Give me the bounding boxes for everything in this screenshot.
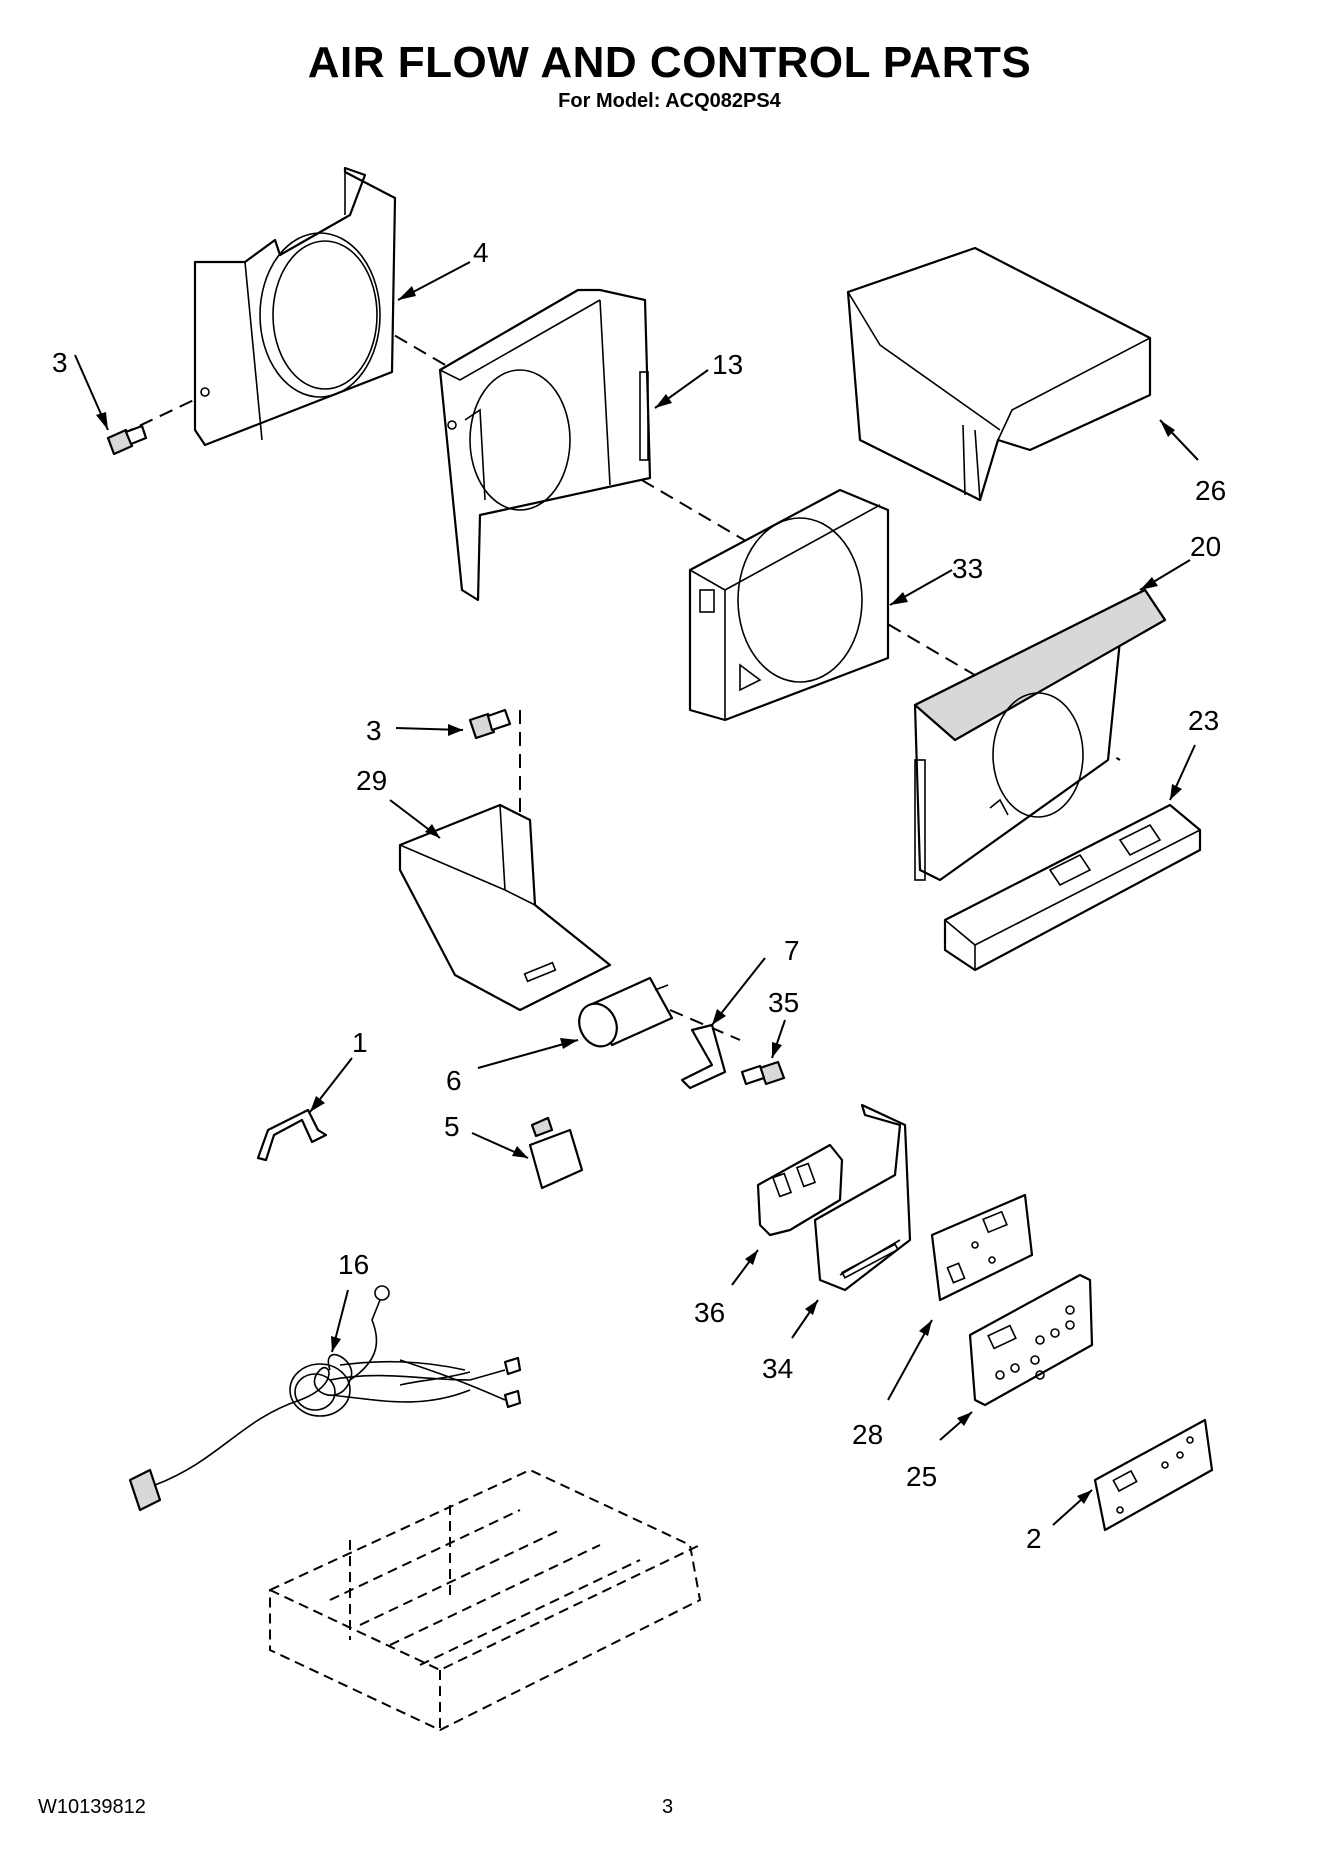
- part-29-control-bracket: [398, 803, 612, 1012]
- document-number: W10139812: [38, 1796, 146, 1818]
- part-5-relay: [528, 1116, 584, 1190]
- part-3-screw-upper: [106, 424, 148, 456]
- callout-35: 35: [768, 987, 799, 1018]
- part-1-clamp-bracket: [256, 1108, 328, 1162]
- reference-base-pan-outline: [269, 1468, 702, 1732]
- callout-36: 36: [694, 1297, 725, 1328]
- callout-34: 34: [762, 1353, 793, 1384]
- callout-29: 29: [356, 765, 387, 796]
- part-3-screw-lower: [468, 708, 512, 740]
- callout-3-lower: 3: [366, 715, 382, 746]
- callout-2: 2: [1026, 1523, 1042, 1554]
- part-4-front-shroud: [193, 166, 397, 447]
- part-34-control-box: [813, 1103, 912, 1292]
- page-title: AIR FLOW AND CONTROL PARTS: [307, 38, 1032, 87]
- part-6-capacitor: [578, 976, 674, 1048]
- callout-5: 5: [444, 1111, 460, 1142]
- model-subtitle: For Model: ACQ082PS4: [558, 90, 781, 112]
- callout-labels: 4 3 13 26 20 33 3 29 23 7 35 1 6 5 16 36…: [52, 237, 1226, 1554]
- part-23-base-rail: [943, 803, 1202, 972]
- assembly-axis-lines: [119, 279, 1121, 1041]
- part-36-switch-board: [756, 1143, 844, 1237]
- part-28-control-board: [930, 1193, 1034, 1302]
- callout-23: 23: [1188, 705, 1219, 736]
- part-35-screw: [740, 1060, 786, 1086]
- callout-28: 28: [852, 1419, 883, 1450]
- part-25-control-panel: [968, 1273, 1094, 1407]
- callout-33: 33: [952, 553, 983, 584]
- part-26-top-cover: [846, 246, 1152, 502]
- callout-20: 20: [1190, 531, 1221, 562]
- callout-leader-lines: [74, 261, 1199, 1526]
- callout-1: 1: [352, 1027, 368, 1058]
- callout-25: 25: [906, 1461, 937, 1492]
- callout-3-upper: 3: [52, 347, 68, 378]
- callout-13: 13: [712, 349, 743, 380]
- callout-6: 6: [446, 1065, 462, 1096]
- part-7-capacitor-strap: [680, 1023, 727, 1090]
- callout-4: 4: [473, 237, 489, 268]
- part-2-control-overlay: [1093, 1418, 1214, 1532]
- callout-16: 16: [338, 1249, 369, 1280]
- page-number: 3: [662, 1796, 674, 1818]
- callout-26: 26: [1195, 475, 1226, 506]
- part-33-blower-scroll: [688, 488, 890, 722]
- part-20-orifice-panel: [913, 588, 1167, 882]
- part-16-power-cord: [128, 1285, 522, 1512]
- callout-7: 7: [784, 935, 800, 966]
- part-13-scroll-housing: [438, 288, 652, 602]
